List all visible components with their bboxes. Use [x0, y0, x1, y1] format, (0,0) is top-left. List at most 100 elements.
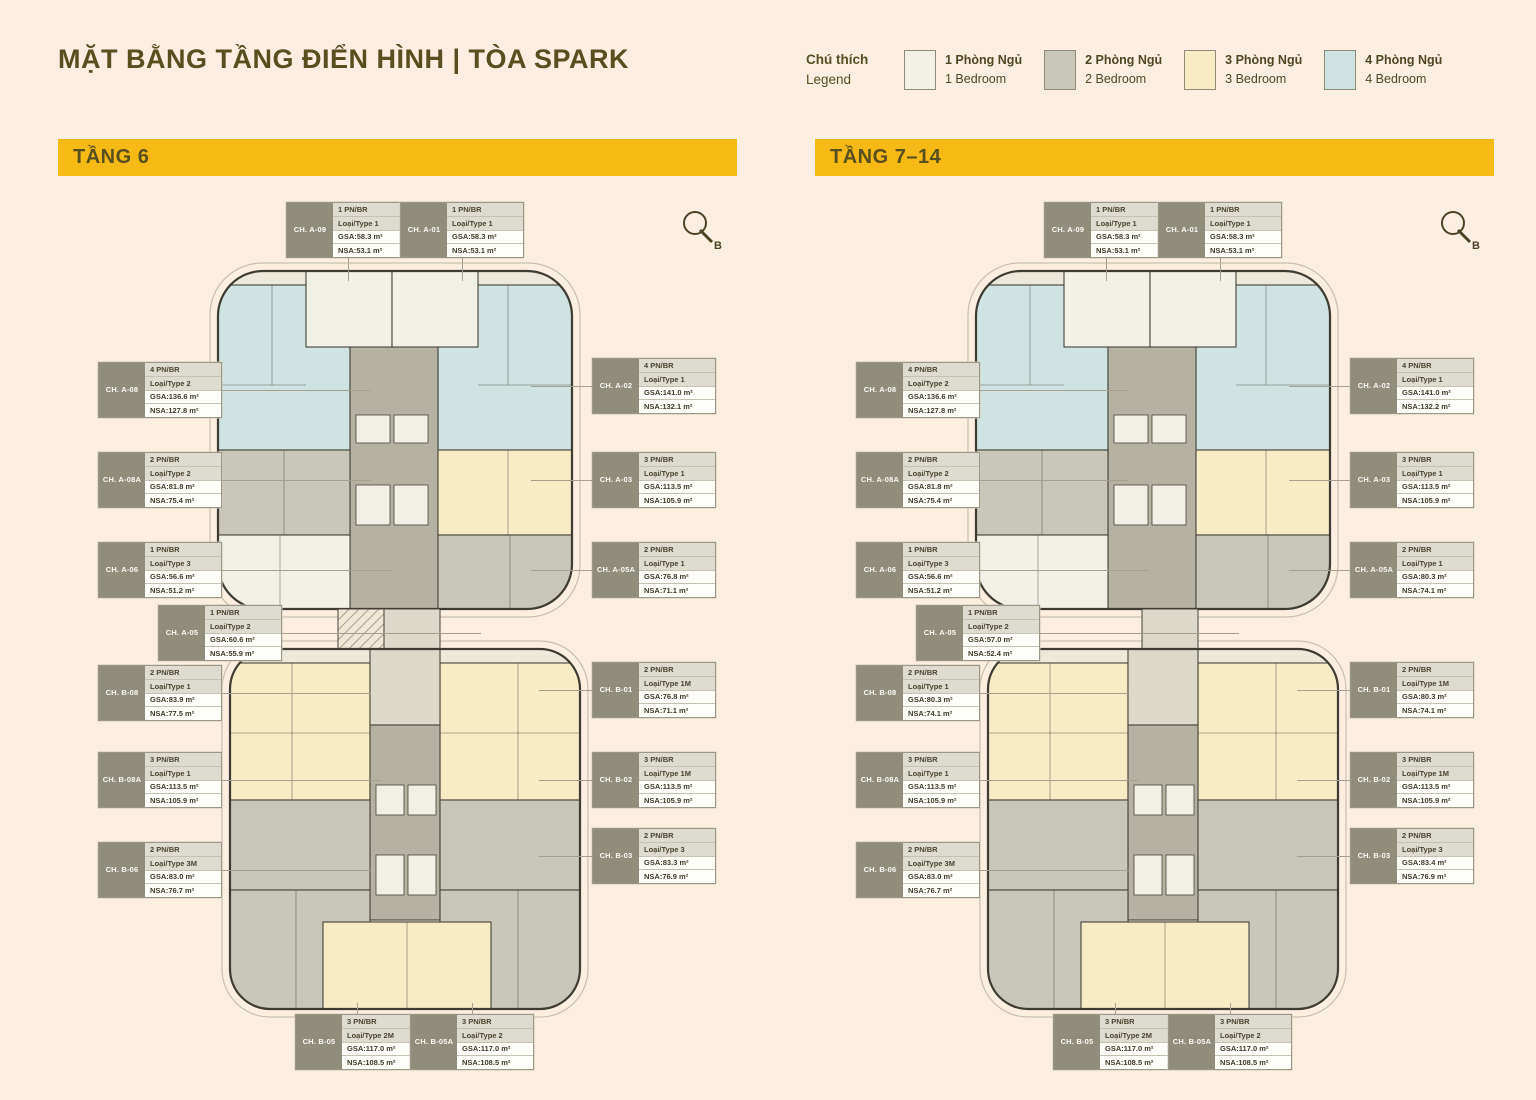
unit-nsa: NSA : 108.5 m²: [342, 1056, 418, 1069]
unit-bedrooms: 3 PN/BR: [1397, 453, 1473, 467]
unit-gsa: GSA : 113.5 m²: [1397, 780, 1473, 795]
leader-line: [979, 780, 1139, 781]
legend-swatch-1br: [904, 50, 936, 90]
unit-bedrooms: 2 PN/BR: [1397, 829, 1473, 843]
leader-line: [979, 693, 1129, 694]
leader-line: [221, 780, 381, 781]
unit-nsa: NSA : 74.1 m²: [1397, 704, 1473, 717]
unit-code: CH. A-05: [917, 606, 963, 660]
unit-code: CH. A-08: [99, 363, 145, 417]
leader-line: [221, 870, 371, 871]
unit-bedrooms: 2 PN/BR: [145, 666, 221, 680]
legend-item-1br: 1 Phòng Ngủ 1 Bedroom: [904, 50, 1022, 90]
unit-bedrooms: 1 PN/BR: [1205, 203, 1281, 217]
unit-type: Loại/Type 2: [205, 619, 281, 634]
unit-nsa: NSA : 77.5 m²: [145, 707, 221, 720]
page-title: MẶT BẰNG TẦNG ĐIỂN HÌNH | TÒA SPARK: [58, 44, 630, 74]
leader-line: [221, 480, 371, 481]
floor-banner-tang-7-14: TẦNG 7–14: [815, 139, 1494, 176]
unit-gsa: GSA : 76.8 m²: [639, 690, 715, 705]
unit-nsa: NSA : 127.8 m²: [145, 404, 221, 417]
unit-code: CH. A-08A: [99, 453, 145, 507]
unit-gsa: GSA : 56.6 m²: [903, 570, 979, 585]
unit-bedrooms: 2 PN/BR: [1397, 543, 1473, 557]
unit-nsa: NSA : 51.2 m²: [903, 584, 979, 597]
legend-label-en: 3 Bedroom: [1225, 71, 1287, 86]
unit-code: CH. B-05: [296, 1015, 342, 1069]
unit-gsa: GSA : 56.6 m²: [145, 570, 221, 585]
unit-nsa: NSA : 105.9 m²: [145, 794, 221, 807]
unit-bedrooms: 1 PN/BR: [447, 203, 523, 217]
leader-line: [1039, 633, 1239, 634]
unit-type: Loại/Type 1: [639, 466, 715, 481]
unit-bedrooms: 4 PN/BR: [639, 359, 715, 373]
unit-bedrooms: 4 PN/BR: [145, 363, 221, 377]
leader-line: [979, 390, 1129, 391]
unit-bedrooms: 3 PN/BR: [145, 753, 221, 767]
legend-label-en: 4 Bedroom: [1365, 71, 1427, 86]
legend: Chú thích Legend 1 Phòng Ngủ 1 Bedroom 2…: [806, 50, 1442, 90]
unit-type: Loại/Type 1M: [639, 766, 715, 781]
unit-gsa: GSA : 141.0 m²: [1397, 386, 1473, 401]
leader-line: [979, 570, 1149, 571]
unit-type: Loại/Type 1: [1205, 216, 1281, 231]
leader-line: [1297, 780, 1351, 781]
unit-code: CH. A-01: [401, 203, 447, 257]
unit-code: CH. B-02: [593, 753, 639, 807]
unit-code: CH. A-08: [857, 363, 903, 417]
unit-bedrooms: 3 PN/BR: [903, 753, 979, 767]
unit-gsa: GSA : 80.3 m²: [1397, 690, 1473, 705]
unit-code: CH. B-08A: [99, 753, 145, 807]
unit-code: CH. B-05: [1054, 1015, 1100, 1069]
unit-bedrooms: 2 PN/BR: [639, 663, 715, 677]
unit-type: Loại/Type 2: [1215, 1028, 1291, 1043]
leader-line: [1289, 570, 1351, 571]
floor-banner-tang-6: TẦNG 6: [58, 139, 737, 176]
unit-nsa: NSA : 51.2 m²: [145, 584, 221, 597]
leader-line: [1220, 257, 1221, 281]
unit-bedrooms: 2 PN/BR: [903, 843, 979, 857]
unit-type: Loại/Type 1M: [1397, 766, 1473, 781]
leader-line: [1297, 856, 1351, 857]
unit-type: Loại/Type 1M: [1397, 676, 1473, 691]
unit-nsa: NSA : 108.5 m²: [1100, 1056, 1176, 1069]
legend-swatch-4br: [1324, 50, 1357, 90]
leader-line: [531, 480, 593, 481]
leader-line: [221, 390, 371, 391]
unit-code: CH. A-09: [287, 203, 333, 257]
unit-type: Loại/Type 2: [145, 466, 221, 481]
unit-code: CH. B-01: [1351, 663, 1397, 717]
unit-nsa: NSA : 105.9 m²: [639, 794, 715, 807]
leader-line: [472, 1003, 473, 1015]
unit-type: Loại/Type 3: [1397, 842, 1473, 857]
unit-gsa: GSA : 81.8 m²: [145, 480, 221, 495]
unit-bedrooms: 3 PN/BR: [1100, 1015, 1176, 1029]
legend-label-vi: 1 Phòng Ngủ: [945, 53, 1023, 67]
unit-code: CH. A-05: [159, 606, 205, 660]
leader-line: [1289, 386, 1351, 387]
unit-gsa: GSA : 58.3 m²: [1091, 230, 1167, 245]
unit-code: CH. B-02: [1351, 753, 1397, 807]
unit-code: CH. B-01: [593, 663, 639, 717]
unit-type: Loại/Type 2: [457, 1028, 533, 1043]
legend-title-en: Legend: [806, 71, 852, 87]
unit-gsa: GSA : 136.6 m²: [903, 390, 979, 405]
legend-swatch-3br: [1184, 50, 1217, 90]
unit-code: CH. A-01: [1159, 203, 1205, 257]
floor-plan-tang-7-14: B: [967, 211, 1480, 1018]
unit-code: CH. A-02: [593, 359, 639, 413]
unit-gsa: GSA : 117.0 m²: [457, 1042, 533, 1057]
unit-type: Loại/Type 1: [903, 766, 979, 781]
